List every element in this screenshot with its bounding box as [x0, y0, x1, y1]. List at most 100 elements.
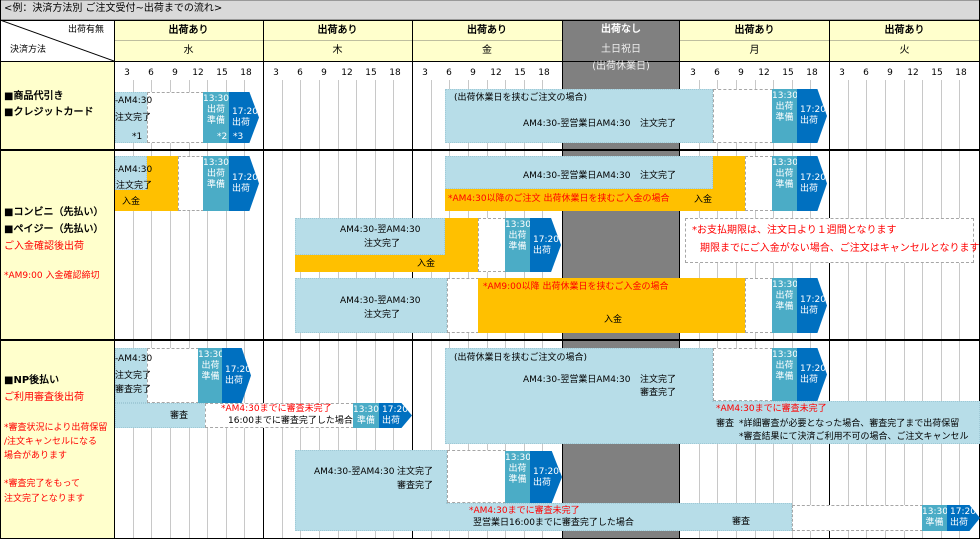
ship-arrow: 17:20-出荷	[797, 89, 827, 143]
wait-box	[447, 450, 506, 503]
prep-box: 13:30-出荷準備	[772, 89, 801, 143]
order-done-label: 注文完了	[397, 467, 434, 477]
prep-label: 準備	[925, 518, 944, 528]
section-divider	[0, 339, 980, 341]
method-credit-card: ■クレジットカード	[4, 107, 94, 118]
wait-box	[745, 156, 773, 211]
prep-time: 13:30-	[772, 91, 802, 101]
hour-tick-label: 3	[839, 68, 845, 78]
wait-box	[745, 278, 773, 333]
section-divider	[0, 149, 980, 151]
page-title: <例：決済方法別 ご注文受付~出荷までの流れ>	[4, 3, 223, 14]
prep-time: 13:30-	[203, 94, 233, 104]
holiday-case-label: (出荷休業日を挟むご注文の場合)	[454, 93, 588, 103]
hour-tick-label: 18	[806, 68, 818, 78]
prep-label: 準備	[775, 113, 794, 123]
grid-line	[941, 80, 942, 539]
ship-label: 出荷	[533, 478, 552, 488]
ship-label: 出荷	[533, 246, 552, 256]
corner-diagonal	[0, 20, 114, 61]
payment-label: 入金	[694, 195, 713, 205]
ship-time: 17:20-	[800, 295, 830, 305]
hour-tick-label: 12	[490, 68, 502, 78]
order-done-label: 注文完了	[364, 239, 401, 249]
order-until-label: -AM4:30	[115, 165, 153, 175]
ship-label: 出荷	[800, 184, 819, 194]
ship-arrow: 17:20-出荷	[379, 403, 412, 428]
hour-tick-label: 12	[192, 68, 204, 78]
prep-time: 13:30-	[772, 280, 802, 290]
ship-arrow: 17:20-出荷	[530, 218, 561, 272]
day-name-wed: 水	[114, 41, 263, 61]
prep-time: 13:30-	[772, 350, 802, 360]
ship-arrow: 17:20-出荷	[797, 156, 827, 211]
prepay-cutoff: *AM9:00 入金確認締切	[4, 271, 100, 281]
review-done-label: 審査完了	[397, 481, 434, 491]
hour-tick-label: 9	[172, 68, 178, 78]
wait-box	[792, 505, 923, 531]
divider	[114, 20, 115, 539]
np-note: /注文キャンセルになる	[4, 437, 98, 447]
prep-label: 準備	[201, 372, 220, 382]
ship-time: 17:20-	[232, 173, 262, 183]
ship-time: 17:20-	[533, 467, 563, 477]
grid-line	[904, 80, 905, 539]
prep-box: 13:30-準備	[922, 505, 951, 531]
prep-time: 13:30-	[922, 507, 952, 517]
day-status-fri: 出荷あり	[412, 20, 562, 41]
prep-label: 出荷	[775, 291, 794, 301]
ship-time: 17:20-	[950, 507, 980, 517]
review-incomplete-note: *AM4:30までに審査未完了	[716, 404, 827, 414]
order-range-label: AM4:30-翌営業日AM4:30	[523, 119, 631, 129]
ship-time: 17:20-	[800, 173, 830, 183]
hour-tick-label: 18	[389, 68, 401, 78]
grid-line	[151, 80, 152, 539]
ship-time: 17:20-	[382, 405, 412, 415]
prep-box: 13:30-出荷準備	[772, 156, 801, 211]
divider	[263, 20, 264, 539]
holiday-sub: (出荷休業日)	[592, 61, 650, 72]
footnote-1: *1	[132, 132, 143, 142]
review-detail-note: *審査結果にて決済ご利用不可の場合、ご注文キャンセル	[739, 432, 969, 442]
order-range-label: AM4:30-翌AM4:30	[340, 296, 421, 306]
payment-box	[478, 278, 745, 333]
order-box	[445, 348, 713, 444]
prep-label: 出荷	[508, 231, 527, 241]
hour-tick-label: 6	[446, 68, 452, 78]
order-done-label: 注文完了	[640, 171, 677, 181]
payment-note: *AM9:00以降 出荷休業日を挟むご入金の場合	[483, 282, 669, 292]
corner-payment-label: 決済方法	[10, 45, 47, 55]
method-cod: ■商品代引き	[4, 91, 64, 102]
prep-time: 13:30-	[505, 220, 535, 230]
review-box	[115, 403, 206, 428]
wait-box	[178, 156, 204, 211]
prep-box: 13:30-出荷準備	[772, 278, 801, 333]
order-done-label: 注文完了	[115, 113, 152, 123]
order-box	[445, 89, 713, 143]
order-done-label: 注文完了	[640, 375, 677, 385]
review-box	[446, 503, 792, 531]
day-name-mon: 月	[680, 41, 829, 61]
hour-tick-label: 6	[863, 68, 869, 78]
review-done-note: 16:00までに審査完了した場合	[228, 416, 353, 426]
review-box	[712, 401, 980, 444]
review-label: 審査	[170, 411, 189, 421]
day-name-fri: 金	[412, 41, 562, 61]
hour-tick-label: 18	[240, 68, 252, 78]
payment-deadline-note	[685, 218, 974, 263]
hour-tick-label: 12	[907, 68, 919, 78]
hour-tick-label: 9	[470, 68, 476, 78]
hour-tick-label: 18	[538, 68, 550, 78]
ship-time: 17:20-	[225, 365, 255, 375]
ship-label: 出荷	[800, 116, 819, 126]
prep-time: 13:30-	[203, 158, 233, 168]
payment-label: 入金	[122, 197, 141, 207]
prepay-sub: ご入金確認後出荷	[4, 241, 84, 252]
grid-line	[848, 80, 849, 539]
grid-line	[282, 80, 283, 539]
prep-label: 出荷	[775, 102, 794, 112]
ship-label: 出荷	[382, 416, 401, 426]
ship-label: 出荷	[232, 184, 251, 194]
divider	[0, 20, 980, 21]
holiday-status: 出荷なし	[601, 24, 641, 35]
